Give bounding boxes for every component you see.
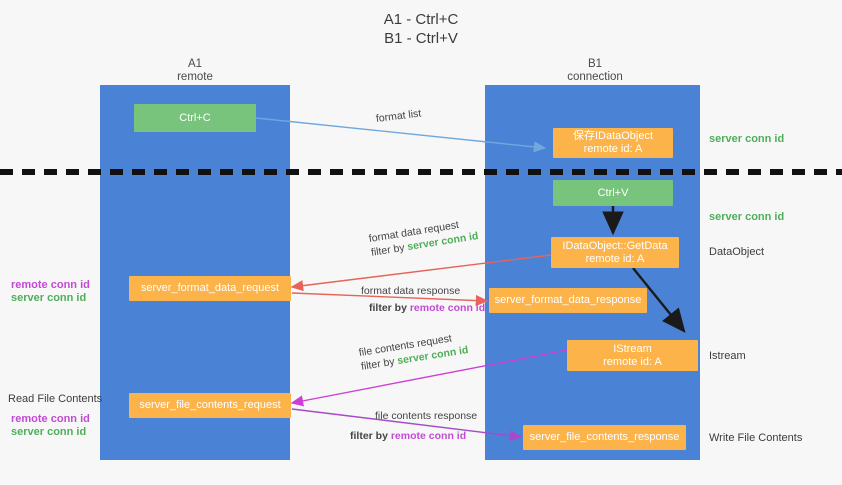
right-label-server-conn-id-mid: server conn id bbox=[709, 211, 785, 223]
edge-label-format-data-response-text: format data response bbox=[361, 285, 461, 297]
column-header-b1-sub: connection bbox=[567, 71, 623, 83]
edge-label-file-contents-response: file contents response filter by remote … bbox=[350, 409, 478, 443]
title-line-2: B1 - Ctrl+V bbox=[384, 30, 458, 47]
node-server-file-contents-response-label: server_file_contents_response bbox=[529, 431, 680, 443]
filter-value-remote-conn-id: remote conn id bbox=[390, 430, 467, 442]
right-label-istream: Istream bbox=[709, 350, 746, 362]
left-label-read-file-contents: Read File Contents bbox=[8, 393, 103, 405]
node-save-idataobject-line1: 保存IDataObject bbox=[572, 130, 654, 142]
node-server-format-data-response[interactable]: server_format_data_response bbox=[489, 288, 647, 313]
right-label-dataobject: DataObject bbox=[709, 246, 765, 258]
edge-label-format-data-request: format data request filter by server con… bbox=[368, 215, 480, 260]
node-ctrl-v-label: Ctrl+V bbox=[597, 186, 629, 199]
node-server-file-contents-request[interactable]: server_file_contents_request bbox=[129, 393, 291, 418]
node-istream-line2: remote id: A bbox=[603, 355, 662, 368]
column-header-a1-name: A1 bbox=[187, 58, 203, 70]
column-header-a1-sub: remote bbox=[177, 71, 213, 83]
edge-label-format-list: format list bbox=[375, 107, 422, 125]
right-label-server-conn-id-top: server conn id bbox=[709, 133, 785, 145]
column-header-a1: A1 remote bbox=[130, 58, 260, 84]
edge-label-format-data-response-filter: filter by remote conn id bbox=[361, 298, 485, 315]
edge-label-file-contents-response-filter: filter by remote conn id bbox=[350, 423, 477, 443]
left-label-server-conn-id-mid: server conn id bbox=[11, 292, 87, 304]
left-label-server-conn-id-bottom: server conn id bbox=[11, 426, 87, 438]
node-ctrl-v[interactable]: Ctrl+V bbox=[553, 180, 673, 206]
filter-prefix: filter by bbox=[350, 430, 391, 442]
title-line-1: A1 - Ctrl+C bbox=[383, 11, 459, 28]
node-server-file-contents-response[interactable]: server_file_contents_response bbox=[523, 425, 686, 450]
node-ctrl-c-label: Ctrl+C bbox=[179, 111, 211, 124]
node-istream-line1: IStream bbox=[613, 342, 652, 355]
left-label-remote-conn-id-bottom: remote conn id bbox=[11, 413, 90, 425]
page-title: A1 - Ctrl+C B1 - Ctrl+V bbox=[0, 10, 842, 48]
filter-prefix: filter by bbox=[369, 302, 410, 314]
node-getdata[interactable]: IDataObject::GetData remote id: A bbox=[551, 237, 679, 268]
node-istream[interactable]: IStream remote id: A bbox=[567, 340, 698, 371]
right-label-write-file-contents: Write File Contents bbox=[709, 432, 803, 444]
edge-label-file-contents-response-text: file contents response bbox=[375, 410, 478, 422]
column-header-b1: B1 connection bbox=[530, 58, 660, 84]
node-save-idataobject-line2: remote id: A bbox=[583, 143, 643, 155]
node-ctrl-c[interactable]: Ctrl+C bbox=[134, 104, 256, 132]
edge-label-format-data-response: format data response filter by remote co… bbox=[361, 284, 485, 315]
filter-value-remote-conn-id: remote conn id bbox=[409, 302, 486, 314]
left-label-remote-conn-id-mid: remote conn id bbox=[11, 279, 90, 291]
node-getdata-line1: IDataObject::GetData bbox=[562, 239, 668, 252]
node-save-idataobject[interactable]: 保存IDataObject remote id: A bbox=[553, 128, 673, 158]
node-server-format-data-request-label: server_format_data_request bbox=[140, 282, 280, 294]
column-header-b1-name: B1 bbox=[587, 58, 603, 70]
node-server-format-data-response-label: server_format_data_response bbox=[494, 294, 642, 306]
node-getdata-line2: remote id: A bbox=[585, 252, 645, 265]
node-server-format-data-request[interactable]: server_format_data_request bbox=[129, 276, 291, 301]
edge-label-file-contents-request: file contents request filter by server c… bbox=[358, 329, 470, 374]
node-server-file-contents-request-label: server_file_contents_request bbox=[139, 399, 281, 411]
